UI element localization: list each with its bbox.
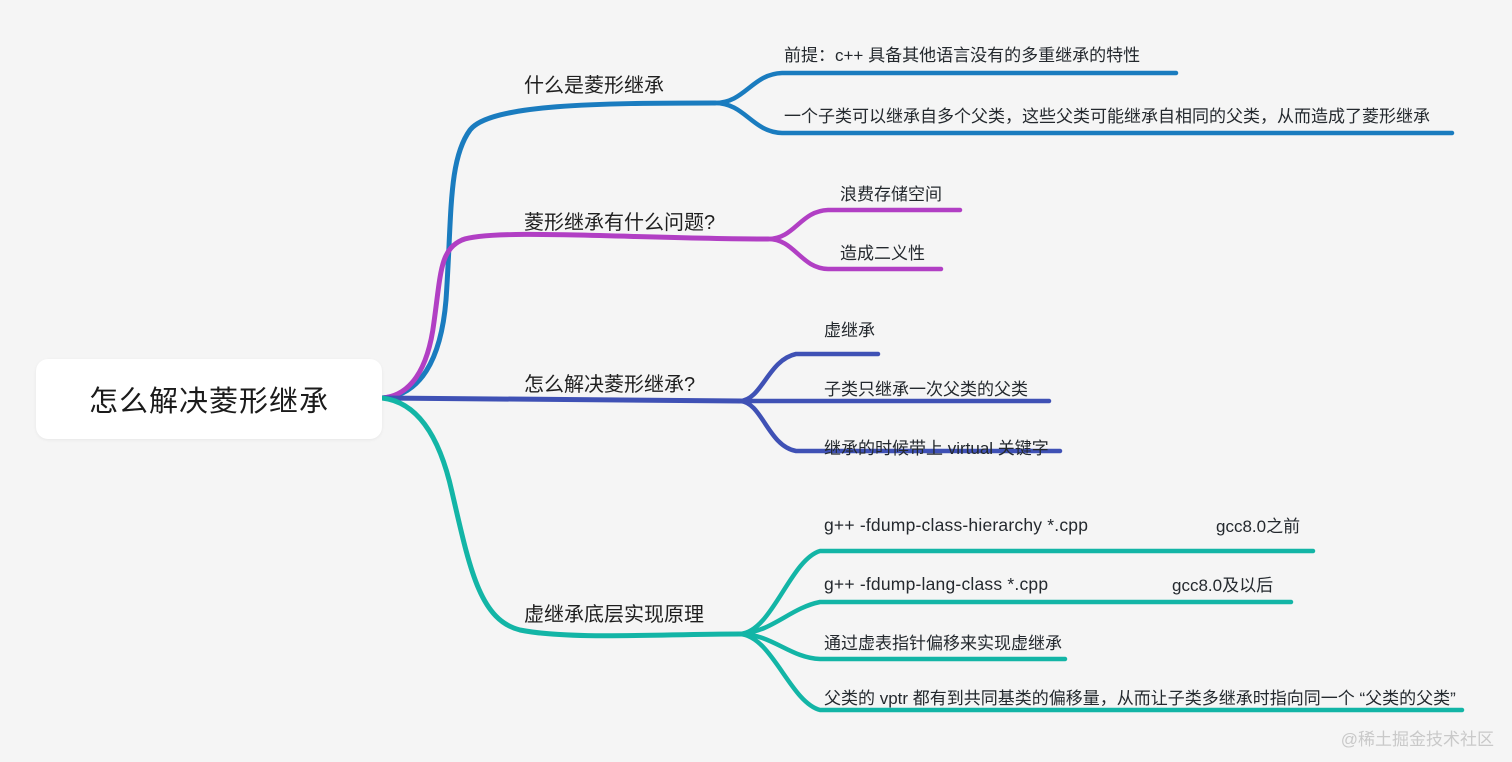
leaf-tag-4-1: gcc8.0之前 (1216, 517, 1301, 536)
branch-label-1[interactable]: 什么是菱形继承 (524, 75, 664, 97)
leaf-tag-4-2: gcc8.0及以后 (1172, 576, 1274, 595)
leaf-label-4-1[interactable]: g++ -fdump-class-hierarchy *.cpp (824, 515, 1089, 535)
leaf-label-2-2[interactable]: 造成二义性 (840, 244, 925, 263)
watermark: @稀土掘金技术社区 (1340, 730, 1494, 749)
leaf-label-3-2[interactable]: 子类只继承一次父类的父类 (824, 380, 1028, 399)
connector-branch-4-leaf-2 (737, 599, 1294, 637)
connector-branch-2-leaf-1 (765, 207, 963, 242)
root-node[interactable]: 怎么解决菱形继承 (36, 359, 382, 439)
leaf-label-4-3[interactable]: 通过虚表指针偏移来实现虚继承 (824, 634, 1062, 653)
branch-label-3[interactable]: 怎么解决菱形继承? (524, 374, 696, 396)
connector-branch-1-leaf-1 (712, 70, 1179, 106)
leaf-label-1-2[interactable]: 一个子类可以继承自多个父类，这些父类可能继承自相同的父类，从而造成了菱形继承 (784, 107, 1430, 126)
leaf-label-3-3[interactable]: 继承的时候带上 virtual 关键字 (824, 439, 1049, 458)
connector-root-to-branch-3 (379, 395, 743, 404)
branch-label-4[interactable]: 虚继承底层实现原理 (524, 604, 704, 626)
leaf-label-4-2[interactable]: g++ -fdump-lang-class *.cpp (824, 574, 1049, 594)
leaf-label-2-1[interactable]: 浪费存储空间 (840, 185, 942, 204)
branch-label-2[interactable]: 菱形继承有什么问题? (524, 212, 716, 234)
leaf-label-4-4[interactable]: 父类的 vptr 都有到共同基类的偏移量，从而让子类多继承时指向同一个 “父类的… (824, 689, 1456, 708)
connector-root-to-branch-4 (379, 395, 743, 639)
root-node-label: 怎么解决菱形继承 (88, 386, 329, 418)
connector-root-to-branch-1 (379, 100, 718, 401)
leaf-label-3-1[interactable]: 虚继承 (824, 321, 875, 340)
leaf-label-1-1[interactable]: 前提：c++ 具备其他语言没有的多重继承的特性 (784, 46, 1141, 65)
